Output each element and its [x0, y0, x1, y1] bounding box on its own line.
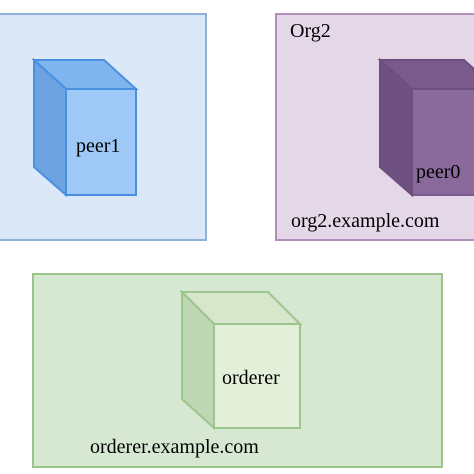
- orderer-label: orderer: [222, 367, 280, 389]
- peer1-cube: [31, 57, 139, 198]
- org2-title: Org2: [290, 20, 331, 42]
- orderer-domain-label: orderer.example.com: [90, 436, 259, 458]
- org2-domain-label: org2.example.com: [291, 210, 440, 232]
- peer1-label: peer1: [76, 135, 121, 157]
- peer0-cube: [377, 57, 474, 198]
- orderer-cube: [179, 289, 303, 431]
- peer0-label: peer0: [416, 161, 461, 183]
